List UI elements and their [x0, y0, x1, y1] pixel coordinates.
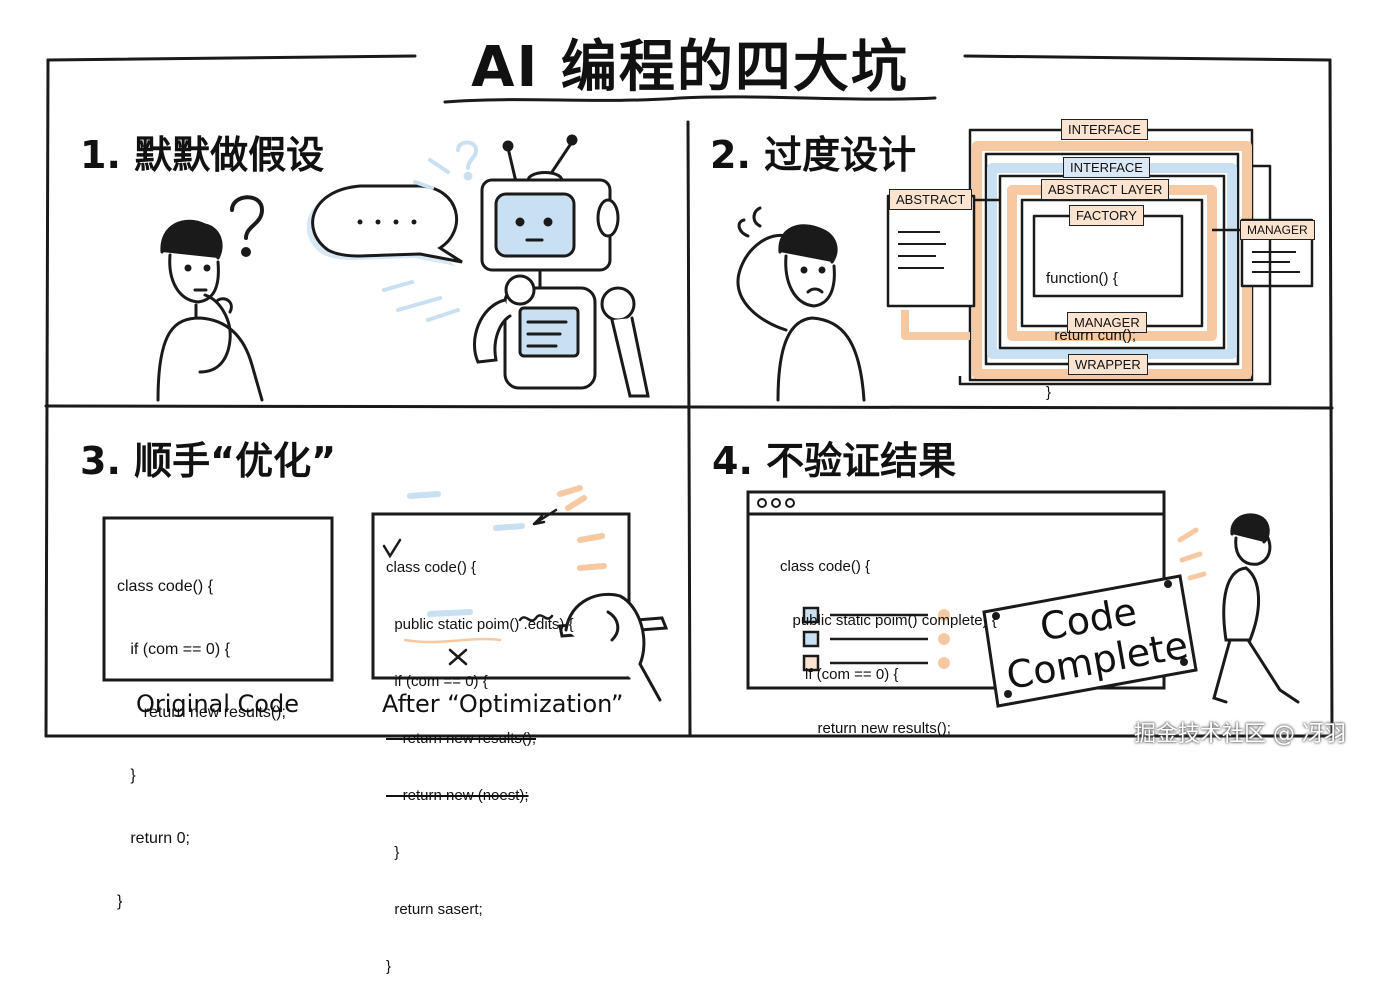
tag-interface-outer: INTERFACE	[1061, 119, 1148, 140]
question-mark-icon-small	[456, 140, 479, 181]
cross-icon	[448, 648, 468, 666]
code-line: return new (noest);	[386, 787, 529, 804]
code-line: return new results();	[780, 720, 951, 737]
question-mark-icon	[230, 195, 265, 257]
edit-marks	[382, 508, 558, 666]
nested-boxes-diagram	[886, 128, 1314, 386]
tag-manager: MANAGER	[1067, 312, 1147, 333]
original-code-caption: Original Code	[136, 690, 299, 718]
unverified-code-block: class code() { public static poim() comp…	[780, 522, 997, 756]
code-line: return sasert;	[386, 901, 483, 918]
tag-manager-side: MANAGER	[1240, 220, 1315, 240]
original-code-block: class code() { if (com == 0) { return ne…	[117, 534, 286, 933]
tag-abstract: ABSTRACT	[889, 189, 973, 210]
robot-illustration	[473, 134, 650, 398]
panel2-title: 2. 过度设计	[710, 133, 917, 177]
code-complete-sign	[982, 574, 1198, 708]
panel3-title: 3. 顺手“优化”	[80, 439, 337, 483]
optimized-code-caption: After “Optimization”	[382, 690, 624, 718]
speech-bubble	[306, 184, 463, 266]
sparkle-marks	[1177, 527, 1207, 581]
code-line: class code() {	[780, 558, 871, 575]
highlight-marks	[407, 485, 607, 617]
comic-scene	[44, 54, 1334, 738]
frame-top-right	[963, 54, 1332, 62]
panel4-title: 4. 不验证结果	[712, 439, 957, 483]
code-line: if (com == 0) {	[117, 641, 230, 658]
tag-wrapper: WRAPPER	[1068, 354, 1148, 375]
checklist	[802, 606, 950, 672]
tag-interface-inner: INTERFACE	[1063, 157, 1150, 178]
factory-code: function() { return cun(); }	[1046, 231, 1136, 421]
frame-divider-vertical	[686, 120, 692, 738]
code-line: public static poim() complete) {	[780, 612, 997, 629]
code-line: return new results();	[117, 704, 286, 721]
code-line: }	[117, 767, 136, 784]
code-line: class code() {	[386, 559, 477, 576]
main-title: AI 编程的四大坑	[471, 35, 909, 100]
person-scratching-head-illustration	[736, 206, 866, 402]
panel1-title: 1. 默默做假设	[80, 133, 325, 177]
code-line: return 0;	[117, 830, 190, 847]
frame-right	[1328, 58, 1334, 738]
code-line: function() {	[1046, 270, 1118, 287]
hand-with-pen-illustration	[558, 592, 669, 702]
code-line: }	[386, 844, 400, 861]
optimized-code-block: class code() { public static poim() .edi…	[386, 520, 574, 995]
title-underline	[443, 95, 937, 104]
code-line: }	[1046, 384, 1052, 401]
code-line: return new results();	[386, 730, 537, 747]
tag-factory: FACTORY	[1069, 205, 1144, 226]
tag-abstract-layer: ABSTRACT LAYER	[1041, 179, 1170, 200]
frame-top-left	[46, 54, 417, 62]
code-line: }	[386, 958, 392, 975]
watermark: 掘金技术社区 @ 冴羽	[1134, 722, 1346, 747]
walking-person-illustration	[1212, 513, 1300, 704]
code-line: if (com == 0) {	[386, 673, 488, 690]
code-line: class code() {	[117, 578, 214, 595]
check-icon	[382, 538, 402, 559]
code-line: }	[117, 893, 123, 910]
person-thinking-illustration	[156, 219, 264, 402]
frame-left	[44, 58, 50, 738]
code-line: public static poim() .edits) {	[386, 616, 574, 633]
code-line: if (com == 0) {	[780, 666, 899, 683]
code-line: return cun();	[1046, 327, 1137, 344]
dash-marks	[382, 158, 460, 322]
